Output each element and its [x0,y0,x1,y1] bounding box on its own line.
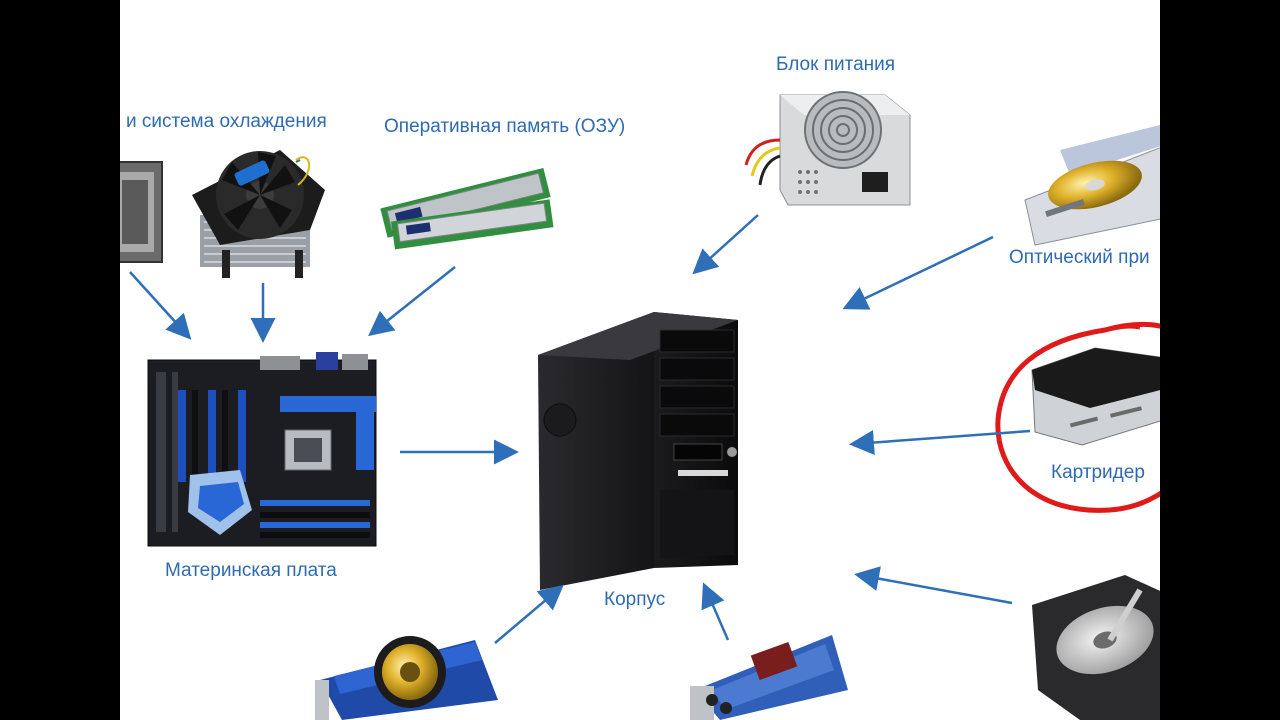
arrow-videocard-to-case [494,584,564,644]
optical-drive-icon [1024,125,1160,246]
diagram-graphics [120,91,1160,720]
label-optical-drive: Оптический при [1009,247,1150,268]
arrows [129,214,1031,644]
card-reader-icon [1031,347,1160,446]
arrow-ram-to-motherboard [368,266,456,337]
arrow-optical-to-case [842,235,994,310]
video-card-icon [315,636,498,720]
label-cooler: и система охлаждения [126,111,327,132]
hard-drive-icon [1032,575,1160,720]
sound-card-icon [690,635,848,720]
label-case: Корпус [604,589,666,610]
label-ram: Оперативная память (ОЗУ) [384,116,626,137]
label-motherboard: Материнская плата [165,560,337,581]
ram-module-icon [380,167,554,250]
arrow-cardreader-to-case [849,429,1031,455]
arrow-cpu-to-motherboard [129,271,192,340]
arrow-hdd-to-case [854,566,1013,605]
diagram-canvas: и система охлаждения Оперативная память … [120,0,1160,720]
motherboard-icon [147,352,377,547]
highlight-circle [995,321,1160,513]
label-card-reader: Картридер [1051,462,1145,483]
power-supply-icon [744,91,911,206]
arrow-soundcard-to-case [701,582,730,641]
cpu-icon [120,161,163,263]
label-psu: Блок питания [776,54,896,75]
cpu-cooler-icon [192,150,325,278]
arrow-psu-to-case [692,214,759,275]
computer-case-icon [538,312,738,590]
